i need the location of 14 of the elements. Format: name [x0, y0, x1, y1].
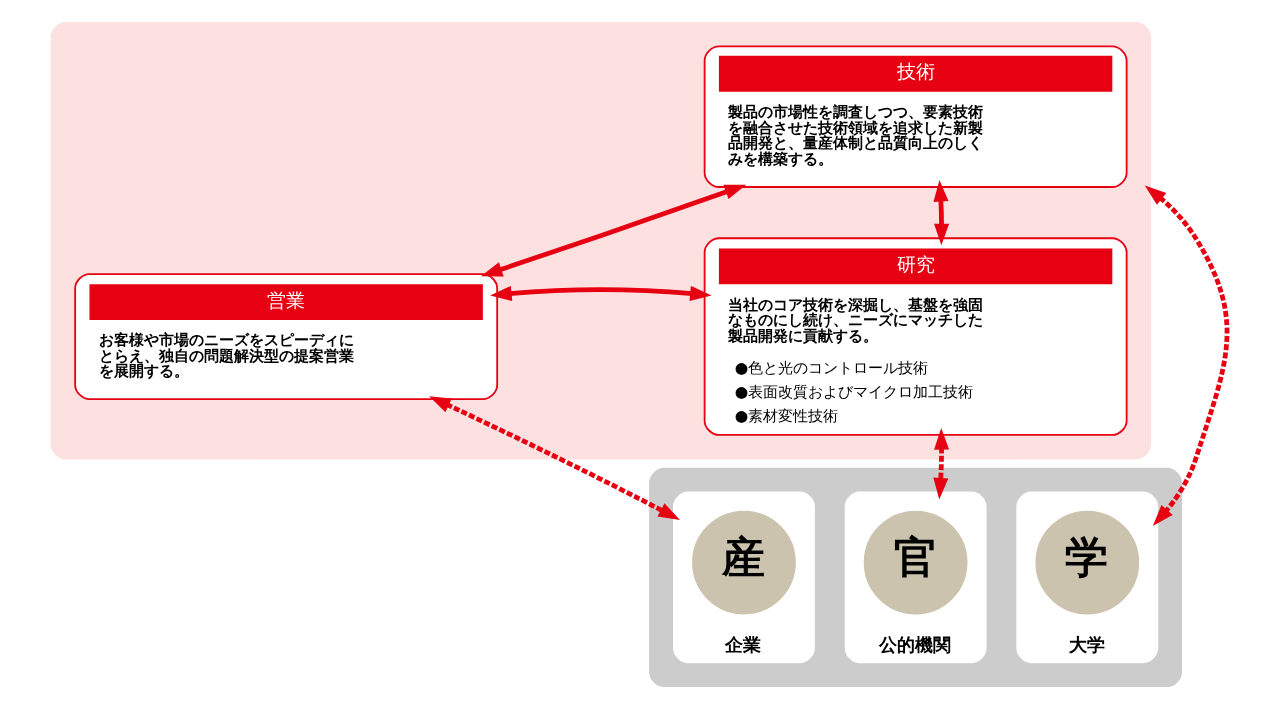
arrow — [933, 180, 950, 246]
cluster — [50, 21, 1152, 460]
node-circle: 官 — [863, 510, 968, 615]
cluster — [649, 467, 1183, 688]
arrow — [480, 184, 747, 277]
node-box: 技術 製品の市場性を調査しつつ、要素技術を融合させた技術領域を追求した新製品開発と、量産体制と品質向上のしくみを構築する。 — [703, 45, 1128, 188]
arrow — [490, 285, 712, 301]
node-box: 営業 お客様や市場のニーズをスピーディにとらえ、独自の問題解決型の提案営業を展開する。 — [74, 273, 499, 401]
arrow — [1144, 185, 1230, 527]
arrow — [933, 427, 950, 500]
node-box: 研究 当社のコア技術を深掘し、基盤を強固なものにし続け、ニーズにマッチした製品開発に貢献する。 ●色と光のコントロール技術 ●表面改質およびマイクロ加工技術 ●素材変性技術 — [703, 237, 1128, 436]
node-circle: 学 — [1035, 510, 1140, 615]
arrow — [429, 396, 680, 520]
node-circle: 産 — [692, 510, 796, 615]
